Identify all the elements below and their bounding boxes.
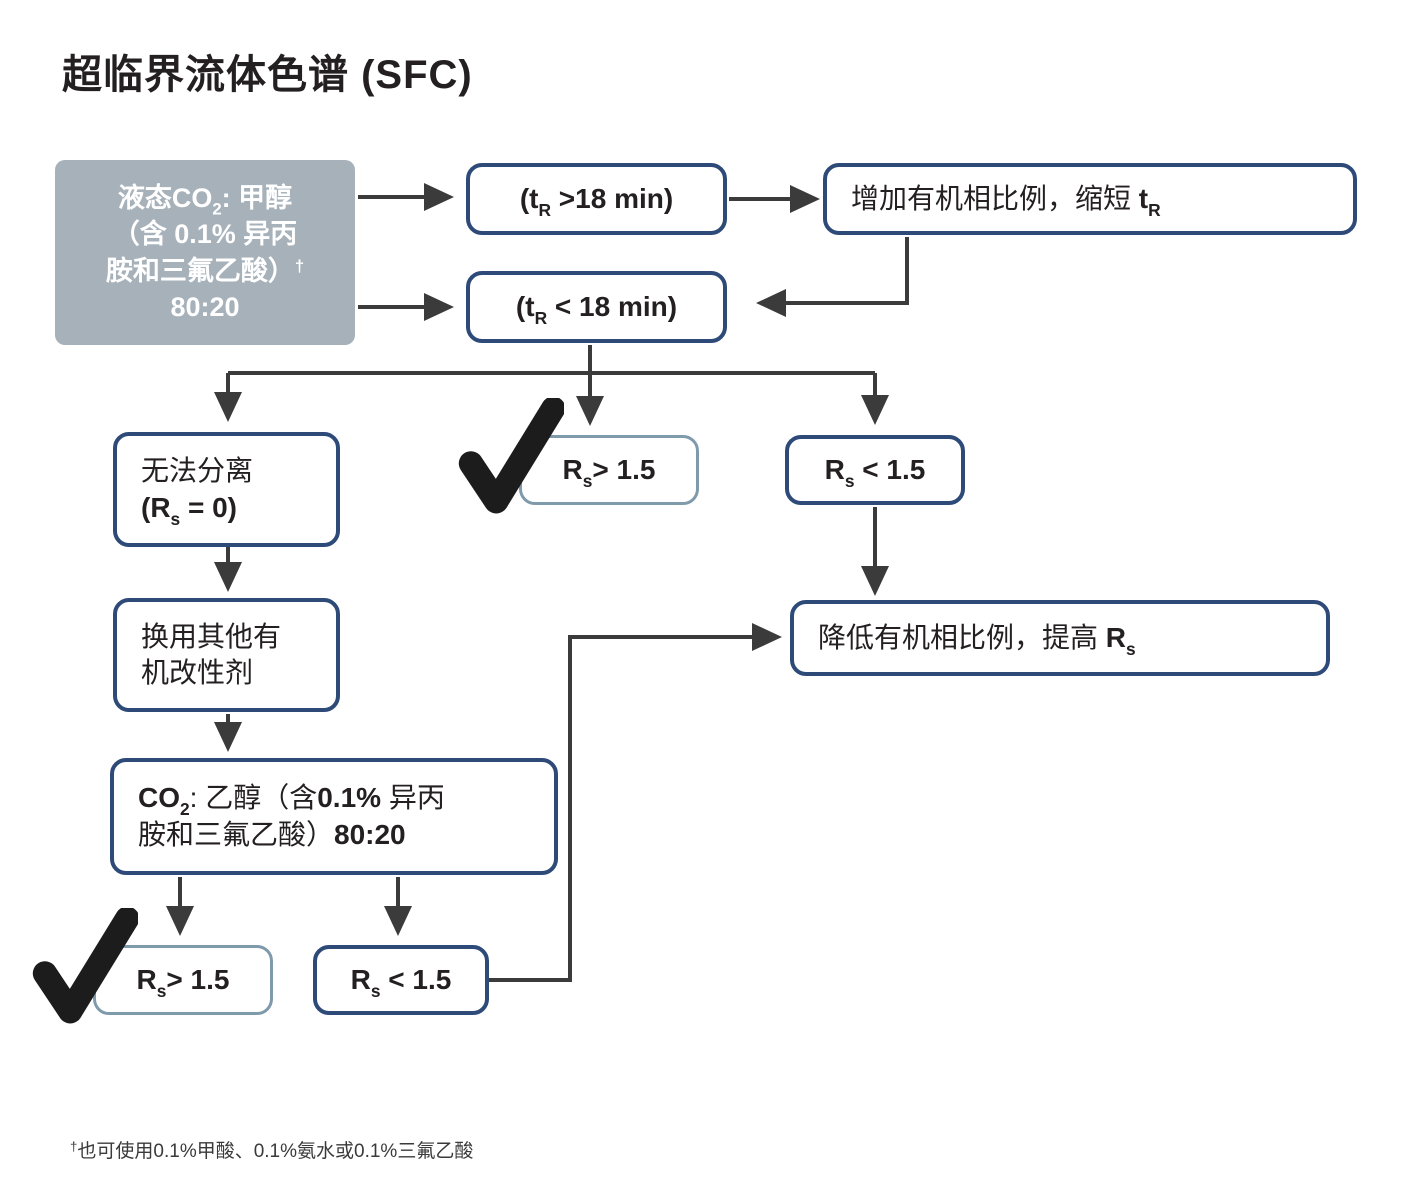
start-line2: （含 0.1% 异丙 — [112, 219, 298, 250]
decrease-organic-box: 降低有机相比例，提高 Rs — [790, 600, 1330, 676]
checkmark-icon — [32, 908, 138, 1024]
increase-organic-box: 增加有机相比例，缩短 tR — [823, 163, 1357, 235]
tr-gt18-box: (tR >18 min) — [466, 163, 727, 235]
checkmark-icon — [458, 398, 564, 514]
footnote: †也可使用0.1%甲酸、0.1%氨水或0.1%三氟乙酸 — [70, 1139, 474, 1162]
start-line1: 液态CO — [117, 182, 213, 213]
switch-modifier-box: 换用其他有 机改性剂 — [113, 598, 340, 712]
start-condition-box: 液态CO2: 甲醇 （含 0.1% 异丙 胺和三氟乙酸）† 80:20 — [55, 160, 355, 345]
rs-lt-bottom-box: Rs < 1.5 — [313, 945, 489, 1015]
rs-lt-mid-box: Rs < 1.5 — [785, 435, 965, 505]
dagger-mark: † — [294, 256, 305, 276]
tr-lt18-box: (tR < 18 min) — [466, 271, 727, 343]
co2-subscript: 2 — [212, 199, 222, 219]
no-separation-box: 无法分离 (Rs = 0) — [113, 432, 340, 547]
page-title: 超临界流体色谱 (SFC) — [62, 53, 473, 97]
rs-gt-mid-box: Rs> 1.5 — [519, 435, 699, 505]
rs-gt-bottom-box: Rs> 1.5 — [93, 945, 273, 1015]
dagger-mark: † — [70, 1139, 78, 1155]
co2-ethanol-box: CO2: 乙醇（含0.1% 异丙 胺和三氟乙酸）80:20 — [110, 758, 558, 875]
start-ratio: 80:20 — [170, 291, 240, 322]
start-line3: 胺和三氟乙酸） — [105, 255, 295, 286]
